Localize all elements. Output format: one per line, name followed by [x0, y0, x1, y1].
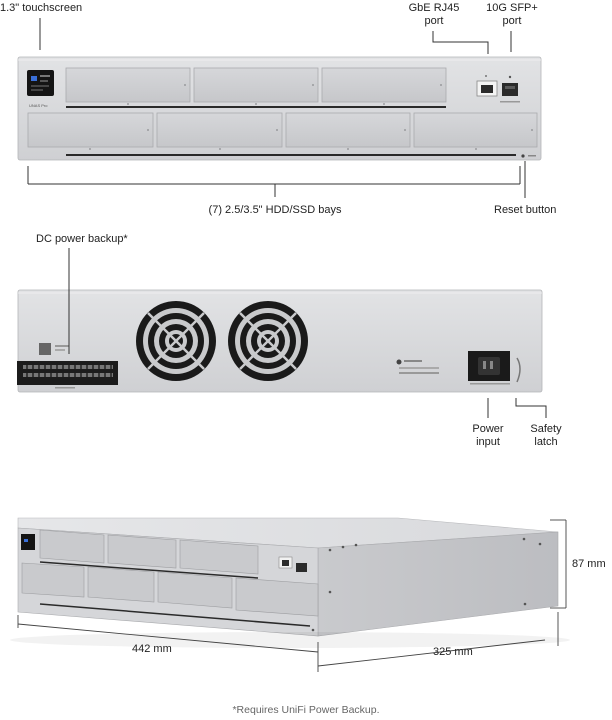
safety-latch	[516, 357, 521, 383]
front-bay-4	[27, 112, 154, 148]
iso-bay-5	[87, 566, 155, 603]
iso-sfp-port	[296, 563, 307, 572]
iso-bay-1	[39, 529, 105, 564]
rj45-label-line1: GbE RJ45	[408, 2, 460, 14]
front-bay-1	[65, 67, 191, 103]
iso-bay-2	[107, 534, 177, 569]
iso-bay-3	[179, 539, 259, 575]
dimension-lines	[17, 519, 567, 672]
iso-bay-7	[235, 577, 319, 617]
front-view-device	[17, 56, 542, 161]
bays-label: (7) 2.5/3.5" HDD/SSD bays	[208, 204, 342, 216]
latch-label-line1: Safety	[530, 423, 562, 435]
touchscreen	[27, 70, 54, 96]
device-brand-mark: UNAS Pro	[29, 103, 48, 108]
iso-bay-4	[21, 562, 85, 598]
depth-dimension-label: 325 mm	[433, 646, 473, 658]
power-label-line2: input	[476, 436, 500, 448]
rear-view-device	[17, 289, 543, 393]
front-bay-3	[321, 67, 447, 103]
height-dimension-label: 87 mm	[572, 558, 606, 570]
front-bay-5	[156, 112, 283, 148]
fan-right	[228, 301, 308, 381]
reset-button	[521, 154, 525, 158]
front-bay-2	[193, 67, 319, 103]
rj45-label-line2: port	[424, 15, 444, 27]
front-bay-6	[285, 112, 411, 148]
rear-callout-lines	[68, 248, 547, 418]
width-dimension-label: 442 mm	[132, 643, 172, 655]
front-bay-7	[413, 112, 538, 148]
fan-left	[136, 301, 216, 381]
iso-bay-6	[157, 571, 233, 609]
iso-view-device	[10, 517, 570, 648]
front-callout-lines	[27, 18, 526, 198]
dc-backup-label: DC power backup*	[36, 233, 128, 245]
touchscreen-label: 1.3" touchscreen	[0, 2, 83, 14]
latch-label-line2: latch	[534, 436, 558, 448]
sfp-label-line1: 10G SFP+	[486, 2, 538, 14]
power-label-line1: Power	[472, 423, 504, 435]
footnote: *Requires UniFi Power Backup.	[232, 704, 380, 716]
reset-label: Reset button	[494, 204, 557, 216]
sfp-label-line2: port	[502, 15, 522, 27]
sfp-port	[502, 83, 518, 96]
